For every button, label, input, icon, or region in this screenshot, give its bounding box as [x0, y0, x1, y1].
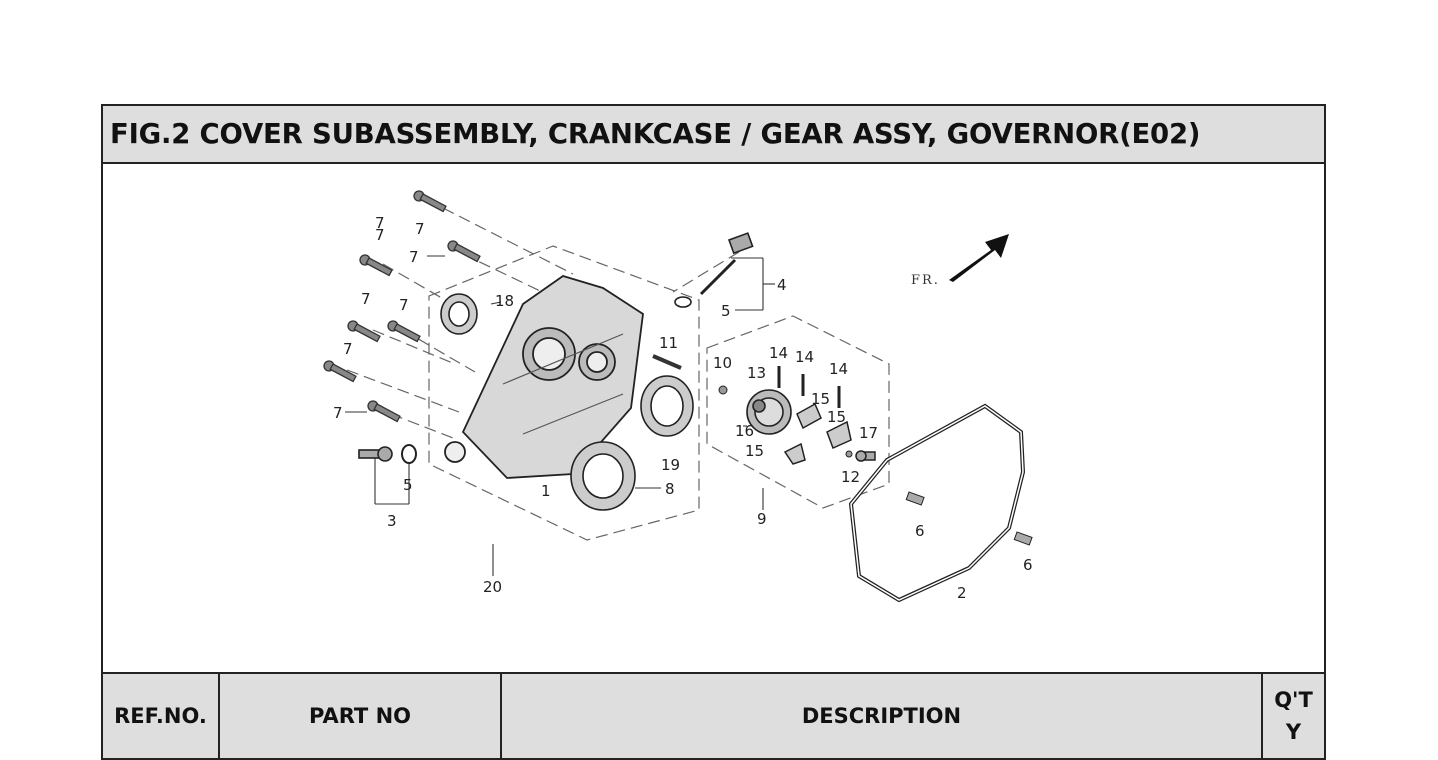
callout-7: 7: [375, 226, 385, 244]
drain-plug-3: [358, 446, 393, 462]
oil-dipstick-4: [699, 232, 754, 296]
governor-gear-13: [746, 389, 792, 435]
callout-6: 6: [1023, 556, 1033, 574]
callout-7: 7: [343, 340, 353, 358]
dowel-6a: [905, 491, 925, 506]
callout-15: 15: [811, 390, 830, 408]
column-description: DESCRIPTION: [502, 674, 1263, 758]
bolt-7f: [323, 360, 357, 383]
pin-11: [652, 354, 682, 370]
cover-group-outline: [428, 245, 700, 541]
bolt-7c: [359, 254, 393, 277]
parts-sheet: FIG.2 COVER SUBASSEMBLY, CRANKCASE / GEA…: [101, 104, 1326, 760]
callout-7: 7: [415, 220, 425, 238]
callout-7: 7: [375, 214, 385, 232]
figure-title: FIG.2 COVER SUBASSEMBLY, CRANKCASE / GEA…: [103, 106, 1324, 164]
front-arrow-icon: [949, 234, 1009, 282]
bolt-7e: [387, 320, 421, 343]
bearing-19: [640, 375, 694, 437]
callout-7: 7: [333, 404, 343, 422]
bolt-17: [855, 450, 876, 462]
callout-15: 15: [745, 442, 764, 460]
diagram-svg: 7 7 7 7 7 7 7 7 3 5 20 1 18 4 5 11 8 19 …: [323, 190, 1033, 603]
weight-15b: [826, 420, 852, 450]
o-ring-5: [674, 296, 692, 308]
callout-14: 14: [769, 344, 788, 362]
callout-12: 12: [841, 468, 860, 486]
callout-7: 7: [409, 248, 419, 266]
callout-20: 20: [483, 578, 502, 596]
washer-5: [401, 444, 417, 464]
callout-2: 2: [957, 584, 967, 602]
parts-table-header: REF.NO. PART NO DESCRIPTION Q'TY: [103, 674, 1324, 758]
bolt-7d: [347, 320, 381, 343]
bolt-7a: [413, 190, 447, 213]
callout-3: 3: [387, 512, 397, 530]
callout-10: 10: [713, 354, 732, 372]
oil-seal-18: [440, 293, 478, 335]
callout-17: 17: [859, 424, 878, 442]
callout-9: 9: [757, 510, 767, 528]
callout-5: 5: [403, 476, 413, 494]
exploded-parts-diagram: 7 7 7 7 7 7 7 7 3 5 20 1 18 4 5 11 8 19 …: [103, 164, 1324, 674]
governor-group-outline: [706, 315, 890, 509]
callout-14: 14: [829, 360, 848, 378]
front-direction-label: FR.: [911, 273, 940, 288]
column-ref-no: REF.NO.: [103, 674, 220, 758]
bolt-7g: [367, 400, 401, 423]
callout-4: 4: [777, 276, 787, 294]
callout-19: 19: [661, 456, 680, 474]
bolt-7b: [447, 240, 481, 263]
callout-1: 1: [541, 482, 551, 500]
callout-5: 5: [721, 302, 731, 320]
callout-8: 8: [665, 480, 675, 498]
crankcase-cover: [444, 275, 644, 479]
callout-11: 11: [659, 334, 678, 352]
column-part-no: PART NO: [220, 674, 502, 758]
callout-14: 14: [795, 348, 814, 366]
washer-12: [845, 450, 853, 458]
weight-15a: [796, 402, 822, 430]
washer-10: [718, 385, 728, 395]
callout-13: 13: [747, 364, 766, 382]
bearing-8: [570, 441, 636, 511]
column-qty: Q'TY: [1274, 688, 1313, 744]
callout-7: 7: [399, 296, 409, 314]
weight-15c: [783, 442, 806, 465]
callout-16: 16: [735, 422, 754, 440]
callout-7: 7: [361, 290, 371, 308]
callout-15: 15: [827, 408, 846, 426]
callout-6: 6: [915, 522, 925, 540]
dowel-6b: [1013, 531, 1033, 546]
callout-18: 18: [495, 292, 514, 310]
